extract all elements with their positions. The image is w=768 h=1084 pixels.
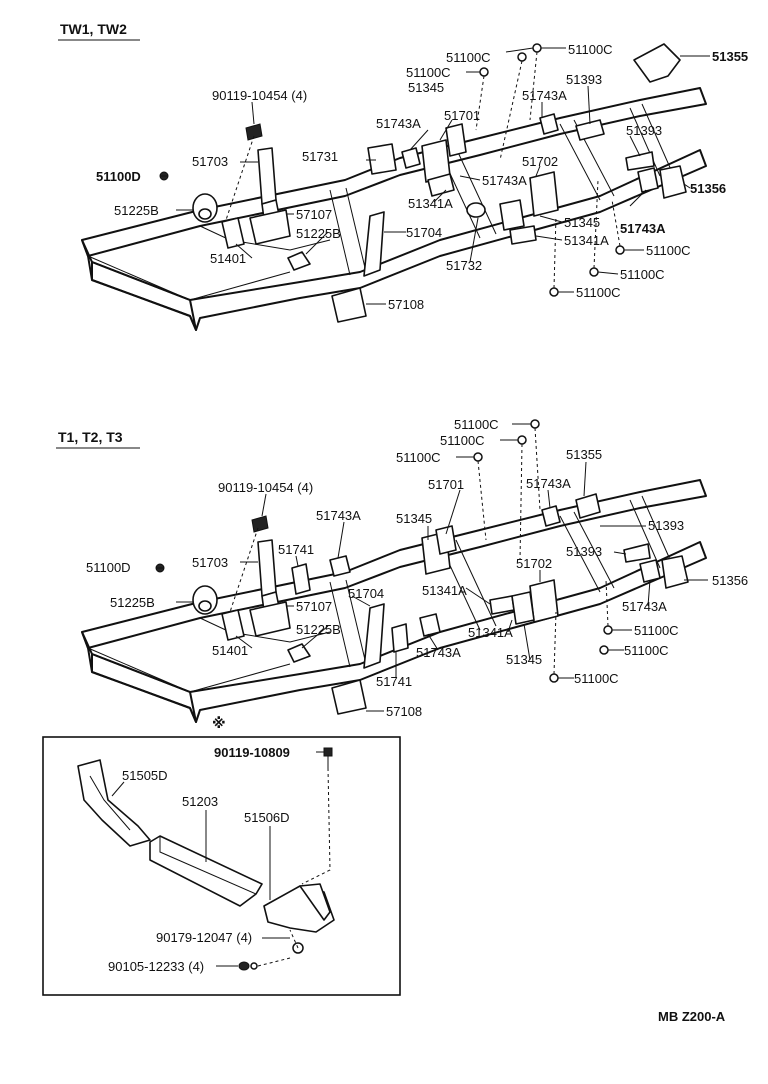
diagram-code: MB Z200-A: [658, 1009, 726, 1024]
bottom-leader-lines: [156, 423, 708, 712]
callout-51355: 51355: [566, 447, 602, 462]
callout-57107: 57107: [296, 207, 332, 222]
callout-51743A: 51743A: [622, 599, 667, 614]
callout-90105-12233: 90105-12233 (4): [108, 959, 204, 974]
callout-51393: 51393: [566, 72, 602, 87]
callout-90119-10454: 90119-10454 (4): [218, 480, 313, 495]
callout-51100C: 51100C: [454, 417, 499, 432]
callout-51731: 51731: [302, 149, 338, 164]
top-leader-lines: [160, 47, 710, 305]
inset-callouts: 90119-10809 51505D 51203 51506D 90179-12…: [108, 745, 290, 974]
callout-51341A: 51341A: [564, 233, 609, 248]
callout-51506D: 51506D: [244, 810, 290, 825]
bottom-frame-assembly: [81, 479, 707, 723]
inset-parts: [77, 747, 335, 971]
callout-51393: 51393: [566, 544, 602, 559]
callout-51345: 51345: [564, 215, 600, 230]
callout-51356: 51356: [712, 573, 748, 588]
callout-51225B: 51225B: [114, 203, 159, 218]
callout-51702: 51702: [516, 556, 552, 571]
callout-51100C: 51100C: [620, 267, 665, 282]
callout-51743A: 51743A: [526, 476, 571, 491]
callout-57108: 57108: [388, 297, 424, 312]
callout-51225B: 51225B: [110, 595, 155, 610]
section-title-tw: TW1, TW2: [60, 21, 127, 37]
callout-51356: 51356: [690, 181, 726, 196]
callout-51100C: 51100C: [440, 433, 485, 448]
bottom-frame-parts: [155, 419, 689, 715]
callout-51100C: 51100C: [396, 450, 441, 465]
callout-51203: 51203: [182, 794, 218, 809]
callout-51393: 51393: [648, 518, 684, 533]
callout-51704: 51704: [406, 225, 442, 240]
bottom-callouts: 51100C 51100C 51355 51100C 90119-10454 (…: [86, 417, 748, 719]
callout-51100C: 51100C: [406, 65, 451, 80]
callout-51345: 51345: [408, 80, 444, 95]
callout-51100D: 51100D: [86, 560, 131, 575]
callout-51341A: 51341A: [408, 196, 453, 211]
inset-note-mark: ※: [212, 715, 226, 731]
callout-51743A: 51743A: [522, 88, 567, 103]
callout-57107: 57107: [296, 599, 332, 614]
top-frame-parts: [159, 43, 687, 323]
callout-51100C: 51100C: [624, 643, 669, 658]
callout-51401: 51401: [210, 251, 246, 266]
top-callouts: 51100C 51100C 51100C 51355 90119-10454 (…: [96, 42, 748, 312]
callout-51225B: 51225B: [296, 622, 341, 637]
callout-90119-10809: 90119-10809: [214, 745, 290, 760]
callout-51701: 51701: [428, 477, 464, 492]
callout-51743A: 51743A: [620, 221, 666, 236]
callout-51704: 51704: [348, 586, 384, 601]
callout-51345: 51345: [396, 511, 432, 526]
callout-57108: 57108: [386, 704, 422, 719]
callout-51100C: 51100C: [574, 671, 619, 686]
callout-90119-10454: 90119-10454 (4): [212, 88, 307, 103]
inset-leader-lines: [111, 751, 331, 967]
callout-51401: 51401: [212, 643, 248, 658]
callout-51703: 51703: [192, 555, 228, 570]
callout-51100C: 51100C: [646, 243, 691, 258]
callout-51732: 51732: [446, 258, 482, 273]
callout-51100C: 51100C: [576, 285, 621, 300]
callout-51701: 51701: [444, 108, 480, 123]
callout-51741: 51741: [376, 674, 412, 689]
section-title-t: T1, T2, T3: [58, 429, 123, 445]
callout-51225B: 51225B: [296, 226, 341, 241]
callout-51100D: 51100D: [96, 169, 141, 184]
callout-51743A: 51743A: [482, 173, 527, 188]
callout-51341A: 51341A: [468, 625, 513, 640]
callout-51505D: 51505D: [122, 768, 168, 783]
callout-51741: 51741: [278, 542, 314, 557]
callout-51743A: 51743A: [316, 508, 361, 523]
callout-51393: 51393: [626, 123, 662, 138]
callout-90179-12047: 90179-12047 (4): [156, 930, 252, 945]
callout-51100C: 51100C: [446, 50, 491, 65]
callout-51100C: 51100C: [634, 623, 679, 638]
callout-51345: 51345: [506, 652, 542, 667]
callout-51703: 51703: [192, 154, 228, 169]
callout-51743A: 51743A: [416, 645, 461, 660]
callout-51743A: 51743A: [376, 116, 421, 131]
callout-51355: 51355: [712, 49, 748, 64]
callout-51100C: 51100C: [568, 42, 613, 57]
callout-51341A: 51341A: [422, 583, 467, 598]
inset-box: [42, 736, 401, 996]
callout-51702: 51702: [522, 154, 558, 169]
